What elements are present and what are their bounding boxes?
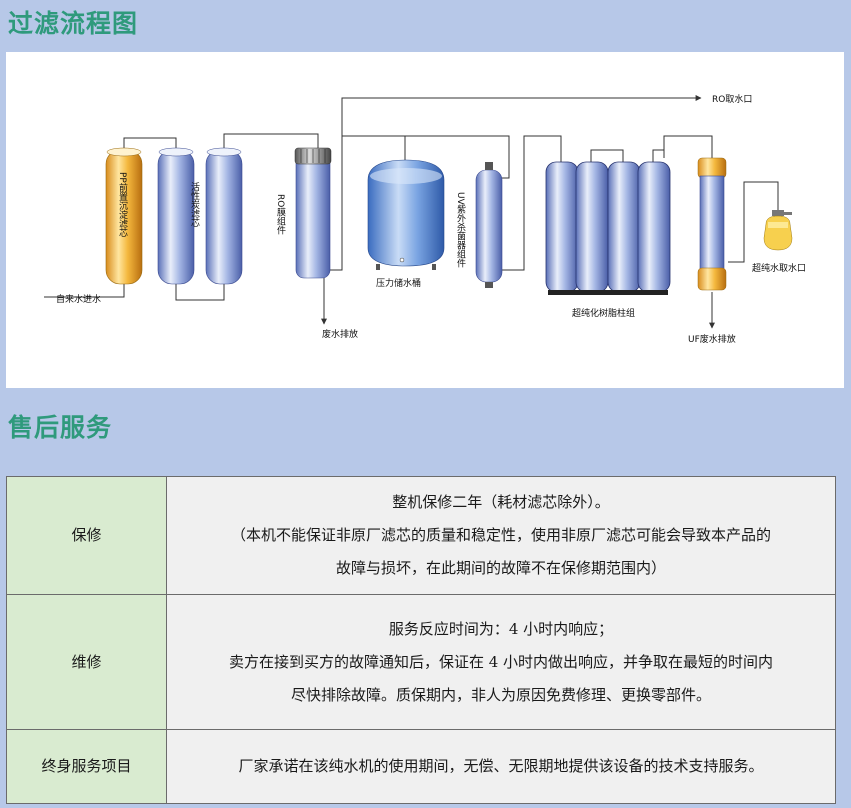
carbon-filter-2: [205, 147, 243, 285]
pipe-pp-carbon1: [123, 137, 177, 150]
uv-sterilizer: [475, 162, 503, 288]
label-pp-filter: PP前置沉淀滤芯: [117, 172, 128, 237]
pipe-carbon2-ro: [223, 133, 319, 150]
ro-membrane: [294, 147, 332, 279]
label-tap-water-in: 自来水进水: [56, 293, 101, 305]
flow-section-title: 过滤流程图: [8, 9, 139, 38]
label-uv-sterilizer: UV紫外杀菌器组件: [455, 192, 466, 269]
pipe-carbon1-carbon2: [175, 284, 225, 301]
pressure-tank: [367, 159, 445, 270]
table-row: 维修 服务反应时间为：4 小时内响应； 卖方在接到买方的故障通知后，保证在 4 …: [6, 594, 836, 730]
pipe-to-tank: [342, 135, 406, 160]
label-carbon-filter: 活性炭滤芯: [189, 181, 200, 227]
row-key-lifetime: 终身服务项目: [6, 729, 167, 804]
label-pressure-tank: 压力储水桶: [376, 277, 421, 289]
label-uf-drain: UF废水排放: [688, 333, 736, 345]
label-ro-membrane: RO膜组件: [275, 194, 286, 235]
table-row: 保修 整机保修二年（耗材滤芯除外）。 （本机不能保证非原厂滤芯的质量和稳定性，使…: [6, 476, 836, 595]
pipe-to-uv: [342, 135, 510, 179]
repair-line-3: 尽快排除故障。质保期内，非人为原因免费修理、更换零部件。: [290, 685, 711, 704]
row-key-repair: 维修: [6, 594, 167, 730]
row-value-repair: 服务反应时间为：4 小时内响应； 卖方在接到买方的故障通知后，保证在 4 小时内…: [166, 594, 836, 730]
repair-line-2: 卖方在接到买方的故障通知后，保证在 4 小时内做出响应，并争取在最短的时间内: [228, 652, 774, 671]
repair-line-1: 服务反应时间为：4 小时内响应；: [388, 619, 614, 638]
lifetime-line-1: 厂家承诺在该纯水机的使用期间，无偿、无限期地提供该设备的技术支持服务。: [238, 757, 764, 775]
service-table: 保修 整机保修二年（耗材滤芯除外）。 （本机不能保证非原厂滤芯的质量和稳定性，使…: [6, 476, 836, 804]
resin-top-links: [560, 156, 654, 162]
warranty-line-3: 故障与损坏，在此期间的故障不在保修期范围内）: [335, 559, 666, 577]
pipe-uv-resin: [502, 135, 562, 271]
ultrapure-faucet-icon: [763, 210, 793, 251]
inlet-pipe: [44, 284, 125, 298]
pipe-resin-uf: [663, 135, 713, 160]
label-waste-drain: 废水排放: [322, 328, 358, 340]
warranty-line-2: （本机不能保证非原厂滤芯的质量和稳定性，使用非原厂滤芯可能会导致本产品的: [230, 526, 771, 544]
table-row: 终身服务项目 厂家承诺在该纯水机的使用期间，无偿、无限期地提供该设备的技术支持服…: [6, 729, 836, 804]
carbon-filter-1: [157, 147, 195, 285]
row-value-lifetime: 厂家承诺在该纯水机的使用期间，无偿、无限期地提供该设备的技术支持服务。: [166, 729, 836, 804]
row-key-warranty: 保修: [6, 476, 167, 595]
service-section-title: 售后服务: [8, 413, 113, 442]
pipe-uf-outlet: [728, 181, 779, 263]
pipes: [44, 95, 779, 329]
resin-column-group: [545, 161, 671, 295]
warranty-line-1: 整机保修二年（耗材滤芯除外）。: [392, 493, 610, 511]
filtration-flow-diagram: 自来水进水 PP前置沉淀滤芯 活性炭滤芯 RO膜组件 废水排放 压力储水桶 UV…: [6, 52, 844, 388]
pipe-ro-outlet: [330, 95, 702, 271]
pp-filter: [105, 147, 143, 285]
label-ro-outlet: RO取水口: [712, 93, 752, 105]
row-value-warranty: 整机保修二年（耗材滤芯除外）。 （本机不能保证非原厂滤芯的质量和稳定性，使用非原…: [166, 476, 836, 595]
label-ultrapure-outlet: 超纯水取水口: [752, 262, 806, 274]
uf-filter: [697, 157, 727, 291]
label-resin-column: 超纯化树脂柱组: [572, 307, 635, 319]
